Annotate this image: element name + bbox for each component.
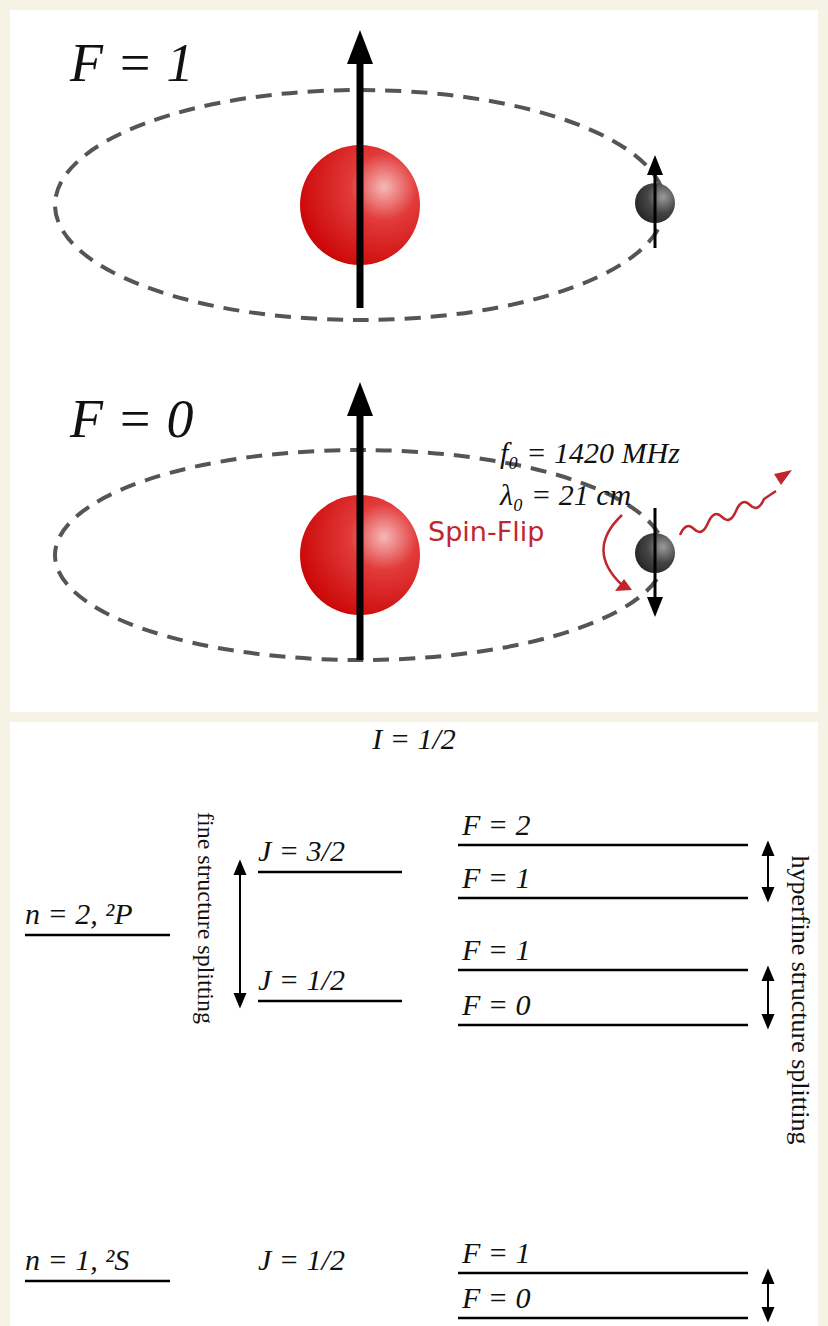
arrow-head	[647, 155, 663, 175]
arrow-head	[347, 30, 373, 64]
level-label: J = 1/2	[258, 963, 345, 998]
level-label: n = 2, ²P	[25, 897, 133, 932]
spin-flip-arrow	[604, 515, 623, 585]
energy-levels	[25, 845, 748, 1318]
level-label: f₀ = 1420 MHz	[500, 436, 680, 471]
level-label: Spin-Flip	[428, 516, 544, 547]
electron-spin	[654, 172, 657, 248]
level-label: F = 0	[462, 988, 531, 1023]
level-label: n = 1, ²S	[25, 1243, 129, 1278]
level-label: F = 2	[462, 808, 531, 843]
level-label: F = 1	[462, 933, 531, 968]
level-label: J = 1/2	[258, 1243, 345, 1278]
arrow-head	[647, 597, 663, 617]
electron-spin	[654, 508, 657, 600]
splitting-arrows	[235, 843, 773, 1320]
arrow-head	[347, 382, 373, 416]
level-label: F = 1	[462, 861, 531, 896]
proton-spin	[357, 412, 364, 660]
bottom-panel	[10, 722, 818, 1326]
axis-label: hyperfine structure splitting	[785, 856, 815, 1145]
axis-label: fine structure splitting	[191, 812, 219, 1024]
top-panel	[10, 10, 818, 712]
level-label: λ₀ = 21 cm	[500, 478, 631, 513]
proton-spin	[357, 60, 364, 308]
level-label: F = 0	[70, 388, 193, 450]
level-label: F = 1	[462, 1236, 531, 1271]
level-label: F = 0	[462, 1281, 531, 1316]
arrow-head	[774, 470, 792, 485]
photon-wave	[680, 491, 776, 535]
arrow-head	[615, 579, 632, 591]
level-label: F = 1	[70, 32, 193, 94]
level-label: J = 3/2	[258, 834, 345, 869]
level-label: I = 1/2	[372, 722, 456, 757]
